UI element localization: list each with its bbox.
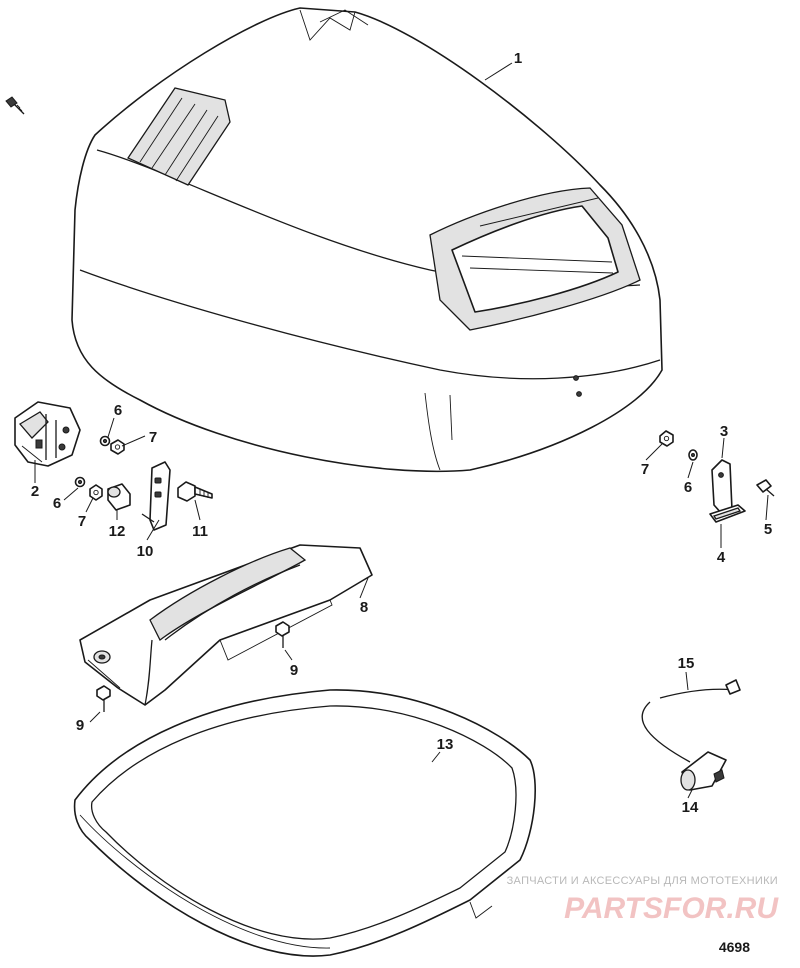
nut-7b xyxy=(89,484,103,501)
callout-7: 7 xyxy=(149,429,157,446)
lanyard-cord xyxy=(641,679,741,791)
lever-plate xyxy=(141,461,171,531)
callout-6: 6 xyxy=(53,495,61,512)
nut-7a xyxy=(110,439,125,455)
callout-13: 13 xyxy=(437,736,454,753)
callout-3: 3 xyxy=(720,423,728,440)
screw-top-left xyxy=(5,96,25,115)
callout-9: 9 xyxy=(76,717,84,734)
callout-4: 4 xyxy=(717,549,726,566)
watermark-logo: PARTSFOR.RU xyxy=(564,892,779,925)
callout-7: 7 xyxy=(78,513,86,530)
callout-6: 6 xyxy=(114,402,122,419)
bushing xyxy=(107,483,131,511)
latch-bracket xyxy=(14,401,81,467)
hinge-pad xyxy=(709,504,746,523)
lower-bracket xyxy=(79,544,373,706)
watermark: ЗАПЧАСТИ И АКСЕССУАРЫ ДЛЯ МОТОТЕХНИКИ PA… xyxy=(507,875,780,925)
bolt-9b xyxy=(96,685,111,712)
callout-14: 14 xyxy=(682,799,699,816)
pin-5 xyxy=(756,479,775,497)
callout-9: 9 xyxy=(290,662,298,679)
cowl-seal xyxy=(73,689,536,957)
callout-10: 10 xyxy=(137,543,154,560)
callout-12: 12 xyxy=(109,523,126,540)
bolt-11 xyxy=(177,481,213,502)
washer-6c xyxy=(688,449,698,461)
callout-2: 2 xyxy=(31,483,39,500)
callout-labels: 1 2 3 4 5 6 6 6 7 7 7 8 9 9 10 11 12 13 … xyxy=(31,50,772,816)
watermark-tagline: ЗАПЧАСТИ И АКСЕССУАРЫ ДЛЯ МОТОТЕХНИКИ xyxy=(507,875,778,887)
diagram-number: 4698 xyxy=(719,939,750,955)
bolt-9a xyxy=(275,621,290,648)
leader-lines xyxy=(34,62,769,799)
callout-8: 8 xyxy=(360,599,368,616)
callout-5: 5 xyxy=(764,521,772,538)
callout-7: 7 xyxy=(641,461,649,478)
callout-1: 1 xyxy=(514,50,522,67)
callout-11: 11 xyxy=(192,523,208,540)
nut-6a xyxy=(99,435,111,447)
washer-6b xyxy=(74,476,86,488)
callout-6: 6 xyxy=(684,479,692,496)
top-cowl xyxy=(71,7,663,473)
hinge-bracket xyxy=(711,459,733,515)
nut-7c xyxy=(659,430,674,447)
callout-15: 15 xyxy=(678,655,695,672)
